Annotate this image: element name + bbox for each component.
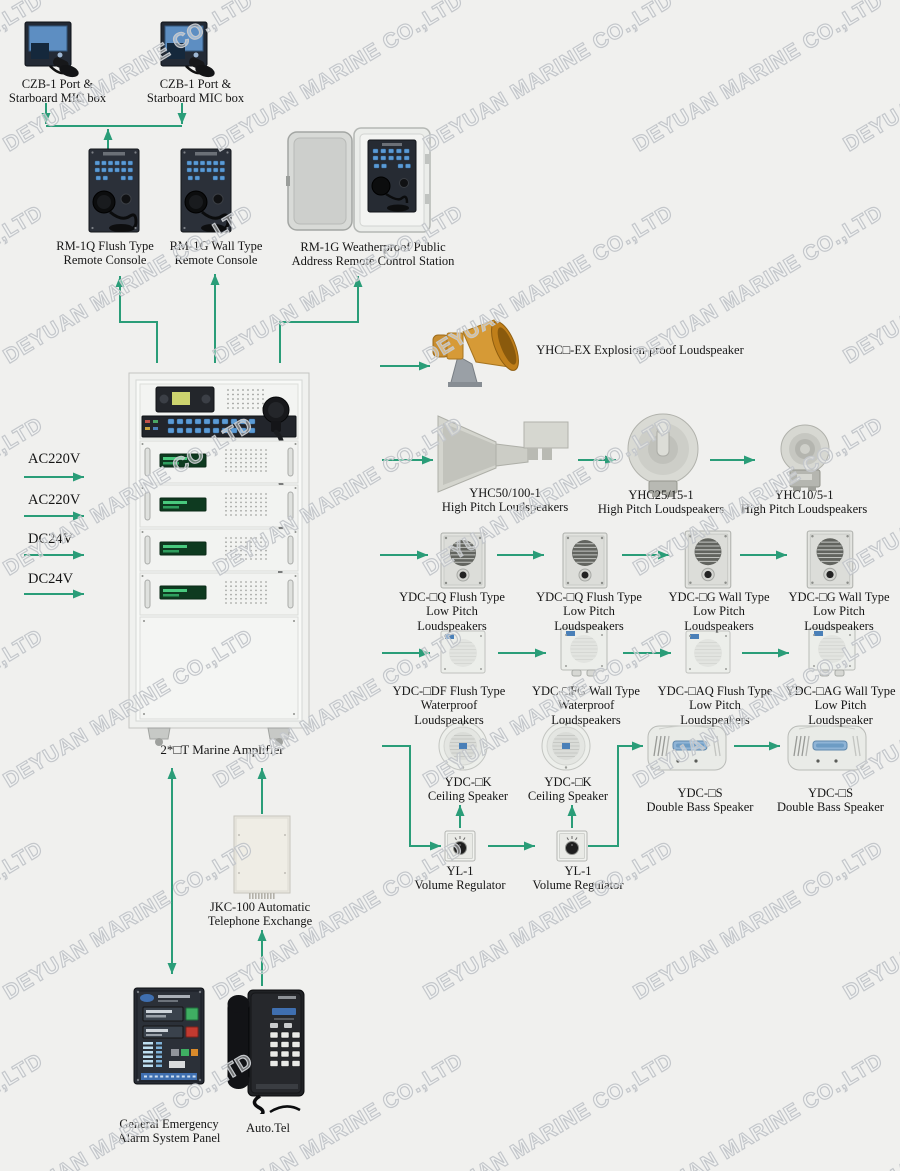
label-ydc-df: YDC-□DF Flush Type Waterproof Loudspeake… [392, 684, 506, 727]
ydc-df-waterproof-speaker-image [440, 630, 486, 674]
ydc-k-ceiling-speaker-1-image [438, 720, 488, 772]
yhc10-horn-loudspeaker-image [768, 424, 842, 494]
label-ydc-aq: YDC-□AQ Flush Type Low Pitch Loudspeaker… [657, 684, 773, 727]
label-ydc-q-2: YDC-□Q Flush Type Low Pitch Loudspeakers [536, 590, 642, 633]
label-yhc25: YHC25/15-1 High Pitch Loudspeakers [597, 488, 725, 517]
label-autotel: Auto.Tel [246, 1121, 290, 1135]
ydc-s-double-bass-speaker-2-image [786, 723, 868, 773]
ydc-aq-speaker-image [685, 630, 731, 674]
ydc-g-wall-speaker-2-image [806, 530, 854, 589]
label-amplifier: 2*□T Marine Amplifier [160, 742, 284, 757]
jkc100-telephone-exchange-image [232, 815, 292, 899]
label-power-input-4: DC24V [28, 571, 74, 587]
auto-telephone-image [226, 988, 306, 1114]
rm1q-remote-console-image [88, 148, 140, 233]
label-yl1-1: YL-1 Volume Regulator [414, 864, 506, 893]
label-rm1q-console: RM-1Q Flush Type Remote Console [56, 239, 154, 268]
label-ydc-fg: YDC-□FG Wall Type Waterproof Loudspeaker… [532, 684, 640, 727]
rm1g-remote-console-image [180, 148, 232, 233]
label-mic-box-2: CZB-1 Port & Starboard MIC box [146, 77, 245, 106]
label-power-input-1: AC220V [28, 451, 81, 467]
rm1g-weatherproof-station-image [286, 124, 432, 236]
label-power-input-2: AC220V [28, 492, 81, 508]
label-mic-box-1: CZB-1 Port & Starboard MIC box [8, 77, 107, 106]
label-yhc-ex: YHC□-EX Explosion-proof Loudspeaker [536, 343, 744, 357]
label-yhc50: YHC50/100-1 High Pitch Loudspeakers [441, 486, 569, 515]
label-alarm-panel: General Emergency Alarm System Panel [117, 1117, 221, 1146]
ydc-q-flush-speaker-2-image [562, 532, 608, 589]
ydc-k-ceiling-speaker-2-image [541, 720, 591, 772]
label-ydc-s-2: YDC-□S Double Bass Speaker [777, 786, 884, 815]
czb1-mic-box-1-image [22, 20, 82, 78]
explosion-proof-loudspeaker-image [428, 318, 520, 392]
yl1-volume-regulator-2-image [556, 830, 588, 862]
label-ydc-k-2: YDC-□K Ceiling Speaker [527, 775, 609, 804]
label-ydc-s-1: YDC-□S Double Bass Speaker [646, 786, 754, 815]
ydc-fg-waterproof-speaker-image [560, 627, 608, 677]
label-power-input-3: DC24V [28, 531, 74, 547]
label-rm1g-console: RM-1G Wall Type Remote Console [169, 239, 263, 268]
label-ydc-ag: YDC-□AG Wall Type Low Pitch Loudspeaker [785, 684, 896, 727]
label-weatherproof-station: RM-1G Weatherproof Public Address Remote… [291, 240, 455, 269]
emergency-alarm-panel-image [133, 987, 205, 1087]
ydc-q-flush-speaker-1-image [440, 532, 486, 589]
marine-amplifier-rack-image [128, 370, 310, 748]
ydc-s-double-bass-speaker-1-image [646, 723, 728, 773]
czb1-mic-box-2-image [158, 20, 218, 78]
ydc-g-wall-speaker-1-image [684, 530, 732, 589]
ydc-ag-speaker-image [808, 627, 856, 677]
label-yl1-2: YL-1 Volume Regulator [532, 864, 624, 893]
label-jkc100: JKC-100 Automatic Telephone Exchange [207, 900, 313, 929]
label-yhc10: YHC10/5-1 High Pitch Loudspeakers [740, 488, 868, 517]
label-ydc-g-2: YDC-□G Wall Type Low Pitch Loudspeakers [788, 590, 890, 633]
label-ydc-g-1: YDC-□G Wall Type Low Pitch Loudspeakers [668, 590, 770, 633]
yl1-volume-regulator-1-image [444, 830, 476, 862]
label-ydc-k-1: YDC-□K Ceiling Speaker [427, 775, 509, 804]
yhc50-horn-loudspeaker-image [436, 414, 576, 494]
yhc25-horn-loudspeaker-image [618, 412, 708, 498]
label-ydc-q-1: YDC-□Q Flush Type Low Pitch Loudspeakers [399, 590, 505, 633]
